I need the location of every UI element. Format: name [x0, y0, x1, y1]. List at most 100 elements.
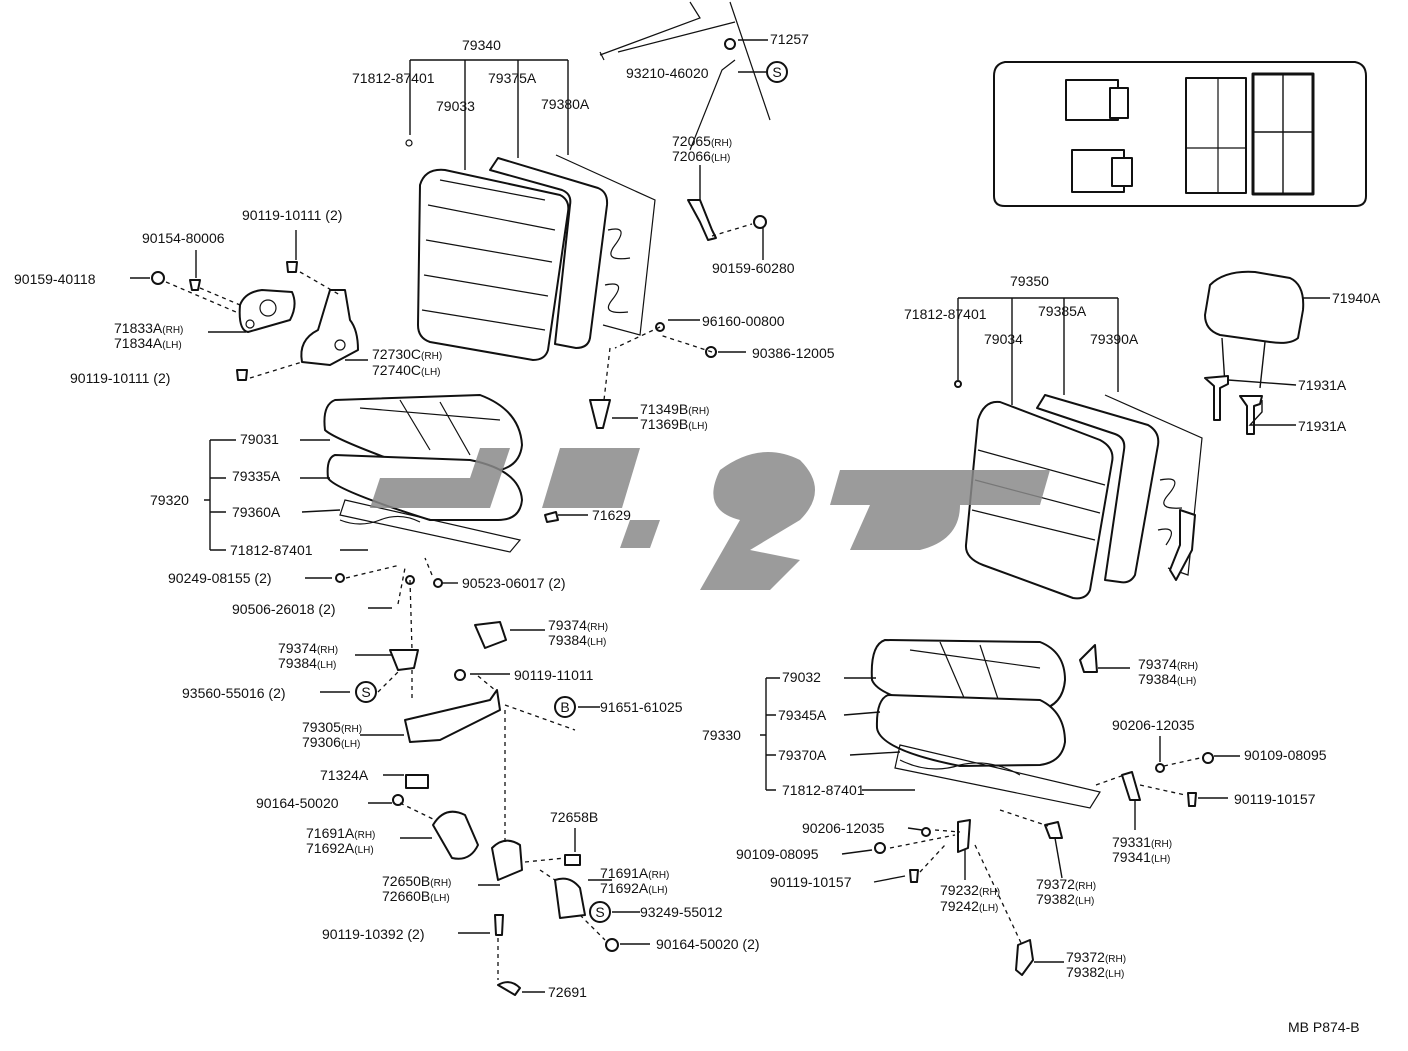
label-71812-87401-b: 71812-87401 — [230, 542, 313, 558]
s-symbol-1-text: S — [772, 64, 781, 80]
label-79390a: 79390A — [1090, 331, 1139, 347]
label-79232: 79232(RH) — [940, 882, 1000, 898]
label-71691a-b: 71691A(RH) — [600, 865, 669, 881]
label-79330: 79330 — [702, 727, 741, 743]
label-72730c: 72730C(RH) — [372, 346, 442, 362]
label-71349b: 71349B(RH) — [640, 401, 709, 417]
label-79385a: 79385A — [1038, 303, 1087, 319]
label-71692a-a: 71692A(LH) — [306, 840, 374, 856]
label-79341: 79341(LH) — [1112, 849, 1170, 865]
label-79320: 79320 — [150, 492, 189, 508]
label-72066: 72066(LH) — [672, 148, 730, 164]
label-79350: 79350 — [1010, 273, 1049, 289]
label-79033: 79033 — [436, 98, 475, 114]
label-90109-08095-a: 90109-08095 — [1244, 747, 1327, 763]
label-79384-a: 79384(LH) — [548, 632, 606, 648]
label-79374-b: 79374(RH) — [278, 640, 338, 656]
label-90119-10157-a: 90119-10157 — [1234, 791, 1316, 807]
left-hardware — [151, 38, 767, 996]
label-72691: 72691 — [548, 984, 587, 1000]
label-79032: 79032 — [782, 669, 821, 685]
label-79374-a: 79374(RH) — [548, 617, 608, 633]
label-90506-26018: 90506-26018 (2) — [232, 601, 336, 617]
label-79305: 79305(RH) — [302, 719, 362, 735]
label-96160-00800: 96160-00800 — [702, 313, 785, 329]
label-90164-50020-a: 90164-50020 — [256, 795, 339, 811]
label-79384-c: 79384(LH) — [1138, 671, 1196, 687]
label-72650b: 72650B(RH) — [382, 873, 451, 889]
s-symbol-2-text: S — [361, 684, 370, 700]
label-72740c: 72740C(LH) — [372, 362, 441, 378]
label-71833a: 71833A(RH) — [114, 320, 183, 336]
label-79384-b: 79384(LH) — [278, 655, 336, 671]
label-90119-10111-a: 90119-10111 (2) — [242, 207, 342, 223]
label-72658b: 72658B — [550, 809, 598, 825]
label-79382-a: 79382(LH) — [1036, 891, 1094, 907]
label-71692a-b: 71692A(LH) — [600, 880, 668, 896]
label-79374-c: 79374(RH) — [1138, 656, 1198, 672]
symbol-markers: S S S B — [355, 61, 788, 923]
body-outline — [599, 1, 771, 151]
label-93249-55012: 93249-55012 — [640, 904, 723, 920]
label-90119-10392: 90119-10392 (2) — [322, 926, 424, 942]
s-symbol-3 — [589, 901, 611, 923]
right-seat-cushion — [870, 639, 1101, 809]
label-71812-87401-c: 71812-87401 — [904, 306, 987, 322]
s-symbol-3-text: S — [595, 904, 604, 920]
label-90523-06017: 90523-06017 (2) — [462, 575, 566, 591]
seat-layout-inset — [993, 61, 1367, 207]
label-71812-87401-d: 71812-87401 — [782, 782, 865, 798]
label-71940a: 71940A — [1332, 290, 1381, 306]
watermark-logo — [370, 448, 1050, 590]
label-71931a-a: 71931A — [1298, 377, 1347, 393]
label-72065: 72065(RH) — [672, 133, 732, 149]
label-90159-40118: 90159-40118 — [14, 271, 96, 287]
label-90206-12035-a: 90206-12035 — [1112, 717, 1195, 733]
headrest — [1204, 270, 1305, 435]
label-90119-10111-b: 90119-10111 (2) — [70, 370, 170, 386]
label-91651-61025: 91651-61025 — [600, 699, 683, 715]
label-90386-12005: 90386-12005 — [752, 345, 835, 361]
s-symbol-2 — [355, 681, 377, 703]
label-79370a: 79370A — [778, 747, 827, 763]
label-72660b: 72660B(LH) — [382, 888, 450, 904]
label-90109-08095-b: 90109-08095 — [736, 846, 819, 862]
label-71629: 71629 — [592, 507, 631, 523]
label-79382-b: 79382(LH) — [1066, 964, 1124, 980]
label-93560-55016: 93560-55016 (2) — [182, 685, 286, 701]
label-90159-60280: 90159-60280 — [712, 260, 795, 276]
label-71931a-b: 71931A — [1298, 418, 1347, 434]
label-79360a: 79360A — [232, 504, 281, 520]
label-79372-b: 79372(RH) — [1066, 949, 1126, 965]
label-79372-a: 79372(RH) — [1036, 876, 1096, 892]
s-symbol-1 — [766, 61, 788, 83]
b-symbol-text: B — [560, 699, 569, 715]
label-71834a: 71834A(LH) — [114, 335, 182, 351]
diagram-code: MB P874-B — [1288, 1019, 1360, 1035]
label-71257: 71257 — [770, 31, 809, 47]
label-79380a: 79380A — [541, 96, 590, 112]
label-79331: 79331(RH) — [1112, 834, 1172, 850]
label-79306: 79306(LH) — [302, 734, 360, 750]
label-93210-46020: 93210-46020 — [626, 65, 709, 81]
label-90119-11011: 90119-11011 — [514, 667, 594, 683]
label-71812-87401-a: 71812-87401 — [352, 70, 435, 86]
label-90206-12035-b: 90206-12035 — [802, 820, 885, 836]
label-79031: 79031 — [240, 431, 279, 447]
right-hardware — [874, 380, 1214, 976]
label-90249-08155: 90249-08155 (2) — [168, 570, 272, 586]
label-90119-10157-b: 90119-10157 — [770, 874, 852, 890]
label-79335a: 79335A — [232, 468, 281, 484]
label-79034: 79034 — [984, 331, 1023, 347]
leader-lines — [130, 39, 1330, 993]
label-71691a-a: 71691A(RH) — [306, 825, 375, 841]
left-seatback — [417, 154, 656, 361]
label-90164-50020-b: 90164-50020 (2) — [656, 936, 760, 952]
label-79345a: 79345A — [778, 707, 827, 723]
label-79340: 79340 — [462, 37, 501, 53]
label-79375a: 79375A — [488, 70, 537, 86]
part-labels: 79340 71812-87401 79375A 79033 79380A 71… — [14, 31, 1381, 1035]
label-79242: 79242(LH) — [940, 898, 998, 914]
